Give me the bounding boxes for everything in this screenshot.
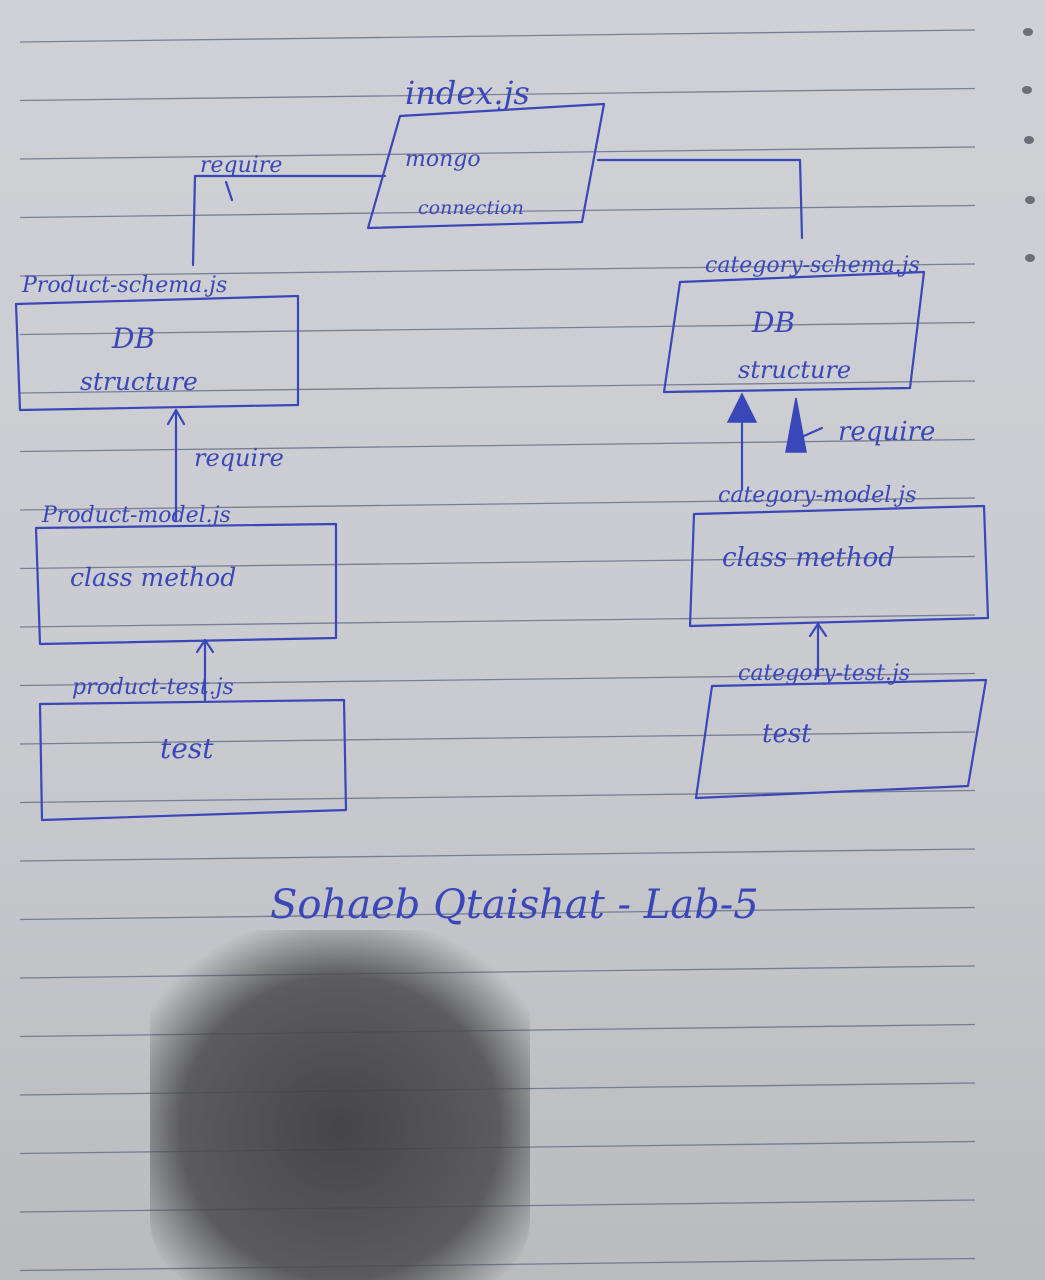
edge-index-to-category-schema: [596, 158, 804, 240]
ruled-line: [19, 146, 976, 160]
ruled-line: [19, 438, 976, 453]
product-schema-node: Product-schema.js DB structure: [14, 273, 300, 412]
ruled-line: [19, 204, 976, 219]
ruled-line: [19, 87, 976, 102]
index-body-line-2: connection: [418, 197, 524, 219]
index-body-line-1: mongo: [405, 147, 481, 172]
product-model-filename: Product-model.js: [41, 503, 231, 528]
category-model-body: class method: [722, 543, 895, 573]
ruled-line: [19, 672, 976, 687]
edge-index-to-product-schema: require: [191, 153, 387, 267]
edge-category-model-to-schema: require: [726, 392, 935, 492]
product-test-node: product-test.js test: [38, 675, 348, 822]
signature: Sohaeb Qtaishat - Lab-5: [270, 882, 759, 928]
photo-shadow: [150, 930, 530, 1280]
edge-label-right-require: require: [838, 417, 935, 447]
category-model-filename: category-model.js: [718, 483, 916, 508]
edge-product-test-to-model: [195, 638, 215, 702]
product-test-body: test: [160, 732, 214, 765]
category-test-node: category-test.js test: [694, 661, 988, 800]
ruled-line: [19, 731, 976, 745]
category-schema-body-2: structure: [738, 356, 851, 384]
index-node: index.js mongo connection: [366, 74, 606, 230]
category-model-node: category-model.js class method: [688, 483, 990, 628]
edge-product-model-to-schema: require: [166, 408, 284, 522]
ruled-line: [19, 848, 976, 862]
product-schema-filename: Product-schema.js: [21, 273, 227, 298]
category-schema-body-1: DB: [751, 306, 795, 339]
product-schema-body-2: structure: [80, 367, 198, 396]
edge-label-top-require: require: [200, 153, 282, 178]
category-test-body: test: [762, 719, 812, 749]
edge-category-test-to-model: [808, 622, 828, 678]
edge-label-left-require: require: [194, 444, 284, 472]
ruled-line: [19, 29, 976, 43]
index-filename: index.js: [405, 74, 530, 112]
product-test-filename: product-test.js: [72, 675, 234, 700]
ruled-line: [19, 321, 976, 336]
ruled-line: [19, 614, 976, 628]
ruled-line: [19, 555, 976, 570]
product-model-body: class method: [70, 563, 236, 592]
product-model-node: Product-model.js class method: [34, 503, 338, 646]
ruled-line: [19, 906, 976, 921]
ruled-line: [19, 263, 976, 277]
ruled-line: [19, 497, 976, 511]
binding-holes: [1022, 28, 1035, 262]
category-schema-node: category-schema.js DB structure: [662, 253, 926, 394]
product-schema-body-1: DB: [111, 322, 155, 355]
ruled-line: [19, 380, 976, 394]
